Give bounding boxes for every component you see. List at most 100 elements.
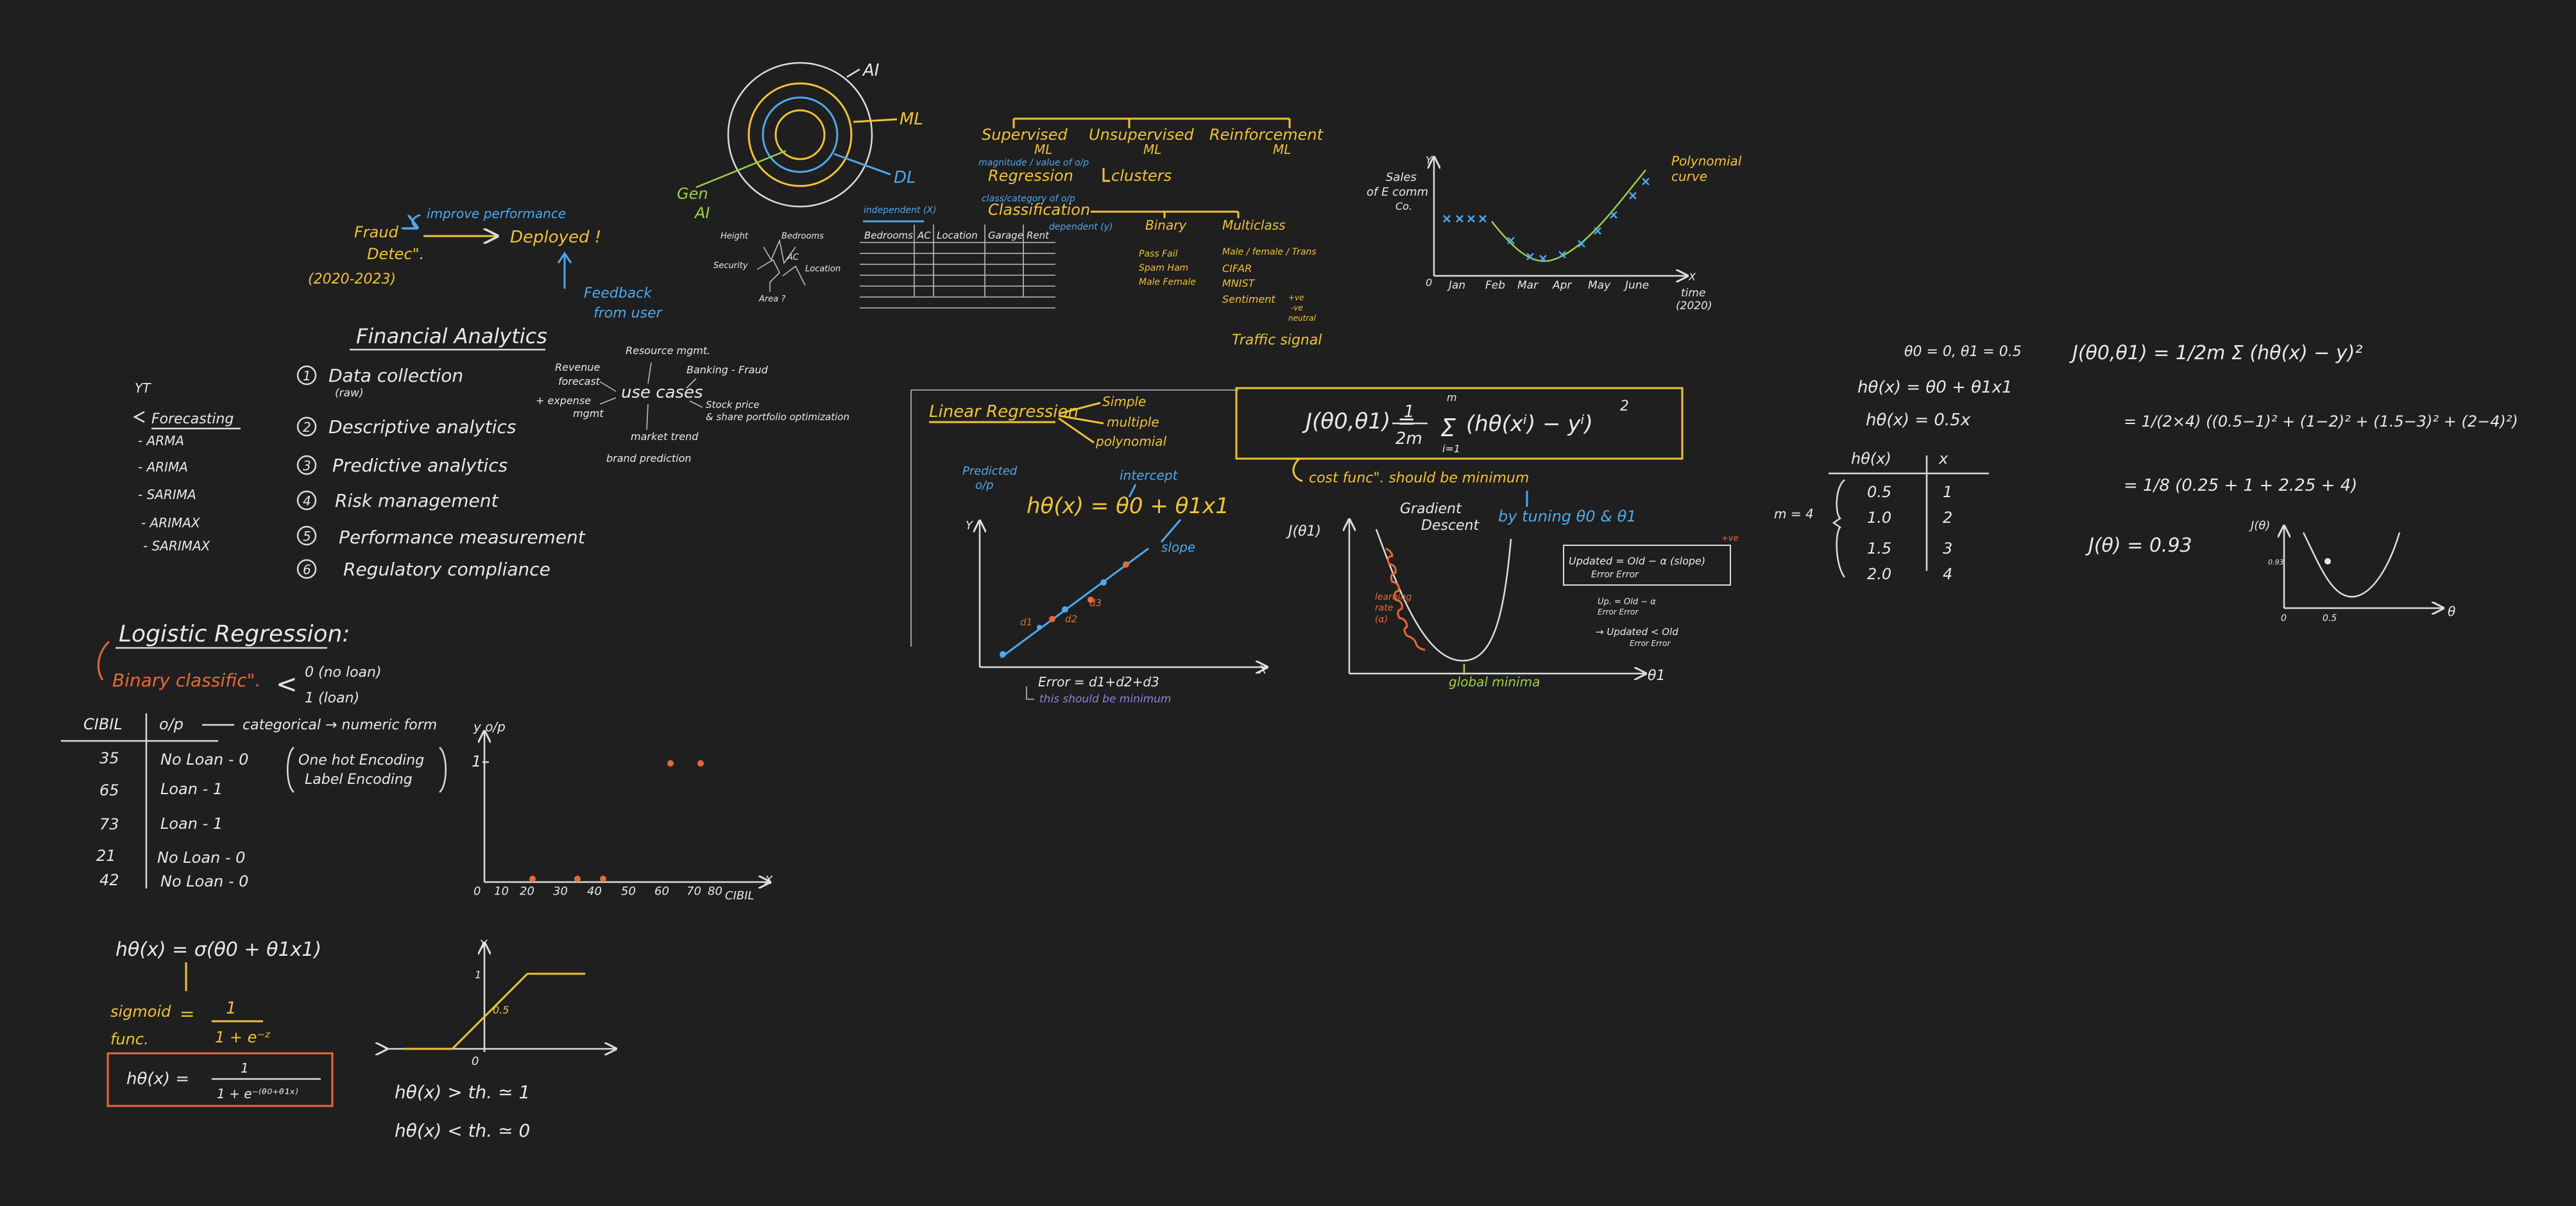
traffic-signal-label: Traffic signal — [1232, 332, 1322, 348]
financial-item-text: Performance measurement — [339, 527, 586, 548]
multiclass-item-3: MNIST — [1222, 277, 1256, 289]
d2-label: d2 — [1065, 613, 1077, 625]
scatter-tick-80: 80 — [708, 885, 722, 898]
binary-item-1: Pass Fail — [1139, 249, 1178, 259]
feedback-label-2: from user — [593, 305, 663, 321]
cost-sum-top: m — [1447, 391, 1457, 403]
unsupervised-ml-label: ML — [1143, 142, 1161, 157]
ecomm-ylabel-2: of E comm — [1367, 185, 1428, 199]
slope-label: slope — [1161, 539, 1195, 555]
forecast-item-arimax: - ARIMAX — [141, 515, 201, 531]
scatter-tick-40: 40 — [587, 885, 602, 898]
sigmoid-label-2: func. — [110, 1030, 149, 1048]
multiclass-label: Multiclass — [1222, 217, 1286, 233]
yt-label: YT — [135, 380, 151, 396]
ecomm-month-mar: Mar — [1517, 279, 1539, 292]
sigmoid-zero: 0 — [472, 1055, 479, 1068]
sigmoid-frac-num: 1 — [226, 999, 237, 1018]
stock-label-1: Stock price — [706, 399, 760, 411]
minimize-note: this should be minimum — [1039, 693, 1171, 706]
j-result: J(θ) = 0.93 — [2085, 534, 2192, 557]
polynomial-curve — [1491, 169, 1646, 262]
cibil-col: CIBIL — [83, 715, 123, 733]
sigmoid-y-axis: Y — [480, 938, 488, 951]
learning-rate-1: learning — [1375, 592, 1412, 602]
ecomm-origin: 0 — [1426, 276, 1432, 289]
scatter-tick-30: 30 — [553, 885, 568, 898]
cost-function-section: J(θ0,θ1) = 1 2m m Σ i=1 (hθ(xⁱ) − yⁱ) 2 … — [1235, 387, 1684, 525]
dl-label: DL — [894, 168, 916, 187]
house-area: Area ? — [758, 294, 785, 304]
cost-calculation: J(θ0,θ1) = 1/2m Σ (hθ(x) − y)² = 1/(2×4)… — [2069, 342, 2518, 624]
lr-type-multiple: multiple — [1107, 414, 1159, 430]
brand-label: brand prediction — [606, 452, 692, 464]
fraud-label-1: Fraud — [354, 223, 399, 241]
house-feature-sketch: Height Bedrooms AC Security Location Are… — [713, 232, 840, 304]
ml-types-tree: Supervised ML Unsupervised ML Reinforcem… — [713, 117, 1324, 348]
up-note-sub: Error Error — [1598, 607, 1639, 616]
ecomm-month-june: June — [1623, 279, 1649, 292]
resource-label: Resource mgmt. — [626, 344, 710, 357]
multiclass-item-1: Male / female / Trans — [1222, 247, 1317, 257]
scatter-point — [600, 876, 606, 882]
polynomial-label-2: curve — [1671, 169, 1707, 184]
mini-y-tick: 0.93 — [2268, 558, 2284, 566]
clusters-label: clusters — [1111, 167, 1172, 185]
multiclass-item-2: CIFAR — [1222, 262, 1252, 275]
cibil-row: 73 Loan - 1 — [99, 815, 223, 833]
binary-label: Binary — [1145, 217, 1187, 233]
cost-sigma: Σ — [1440, 414, 1456, 442]
up-note: Up. = Old − α — [1598, 597, 1656, 607]
cost-frac-den: 2m — [1395, 429, 1422, 448]
cibil-value: 65 — [99, 781, 119, 799]
supervised-ml-label: ML — [1034, 142, 1052, 157]
example-col-x: x — [1938, 450, 1949, 468]
banking-label: Banking - Fraud — [687, 364, 769, 376]
j-calc-line-1: J(θ0,θ1) = 1/2m Σ (hθ(x) − y)² — [2069, 342, 2362, 364]
ecomm-month-apr: Apr — [1552, 279, 1572, 292]
ecomm-time-label-2: (2020) — [1676, 300, 1712, 312]
sentiment-note-1: +ve — [1288, 293, 1304, 302]
example-cell-x: 1 — [1943, 483, 1952, 501]
polynomial-label-1: Polynomial — [1671, 153, 1742, 169]
financial-item-sub: (raw) — [335, 387, 364, 400]
forecasting-title: Forecasting — [151, 411, 234, 427]
lr-y-axis: Y — [966, 519, 974, 532]
ecomm-time-label-1: time — [1681, 287, 1705, 300]
gd-title-2: Descent — [1421, 518, 1480, 534]
financial-item-4: 4 Risk management — [296, 490, 499, 511]
sigmoid-section: hθ(x) = σ(θ0 + θ1x1) sigmoid func. = 1 1… — [107, 938, 616, 1141]
regression-note-1: magnitude / value of o/p — [978, 158, 1089, 168]
classification-label: Classification — [988, 201, 1090, 219]
sigmoid-hypothesis: hθ(x) = σ(θ0 + θ1x1) — [115, 938, 321, 961]
lr-hypothesis: hθ(x) = θ0 + θ1x1 — [1027, 493, 1229, 519]
house-ac: AC — [787, 253, 799, 262]
less-note-sub: Error Error — [1630, 639, 1671, 648]
example-row: 2.0 4 — [1867, 565, 1952, 583]
sigmoid-label-1: sigmoid — [110, 1003, 171, 1021]
learning-rate-2: rate — [1375, 603, 1393, 613]
ecommerce-sales-chart: Y X Sales of E comm Co. 0 Jan Feb Mar Ap… — [1367, 153, 1742, 312]
scatter-tick-70: 70 — [687, 885, 701, 898]
years-label: (2020-2023) — [308, 271, 396, 287]
binary-classification: Binary classific". — [112, 670, 260, 691]
forecast-item-sarimax: - SARIMAX — [143, 538, 211, 554]
scatter-point — [574, 876, 581, 882]
mini-point — [2324, 558, 2331, 565]
ecomm-ylabel-1: Sales — [1386, 171, 1417, 184]
revenue-label: Revenue — [555, 361, 601, 373]
financial-item-num: 4 — [303, 493, 311, 509]
worked-example: θ0 = 0, θ1 = 0.5 hθ(x) = θ0 + θ1x1 hθ(x)… — [1774, 344, 2022, 583]
ml-label: ML — [900, 110, 923, 129]
cibil-row: 65 Loan - 1 — [99, 780, 223, 799]
tuning-label: by tuning θ0 & θ1 — [1498, 507, 1637, 525]
forecast-label: forecast — [558, 375, 601, 387]
dependent-label: dependent (y) — [1049, 222, 1113, 232]
scatter-point — [529, 876, 536, 882]
house-data-table: Bedrooms AC Location Garage Rent — [860, 220, 1055, 309]
independent-label: independent (X) — [864, 205, 936, 216]
intercept-label: intercept — [1120, 468, 1179, 483]
sigmoid-frac-den: 1 + e⁻ᶻ — [215, 1028, 271, 1046]
example-h2: hθ(x) = 0.5x — [1866, 411, 1971, 430]
financial-title: Financial Analytics — [356, 324, 547, 348]
